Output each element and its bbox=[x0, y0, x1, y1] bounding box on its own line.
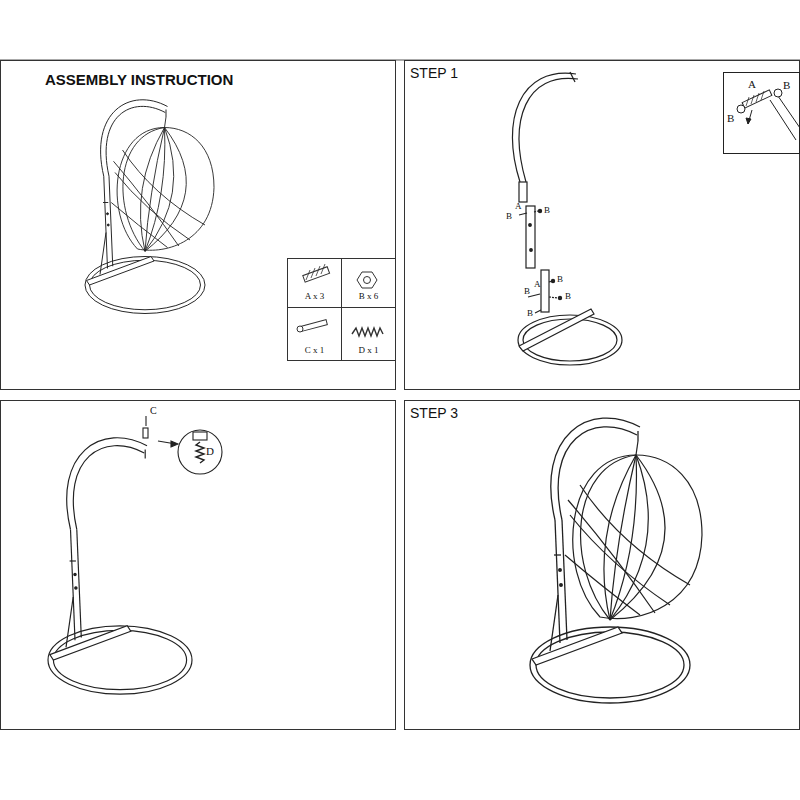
part-letter: B bbox=[527, 309, 533, 318]
step-heading: STEP 3 bbox=[410, 406, 458, 420]
part-letter: B bbox=[544, 206, 550, 215]
part-letter: B bbox=[506, 212, 512, 221]
part-count: A x 3 bbox=[288, 292, 341, 301]
page-title: ASSEMBLY INSTRUCTION bbox=[45, 72, 233, 87]
part-letter: B bbox=[557, 275, 563, 284]
step-heading: STEP 1 bbox=[410, 66, 458, 80]
part-letter: A bbox=[534, 280, 541, 289]
part-letter: C bbox=[150, 406, 157, 416]
part-count: D x 1 bbox=[342, 346, 395, 355]
part-letter: B bbox=[565, 292, 571, 301]
part-letter: B bbox=[783, 80, 790, 91]
part-count: C x 1 bbox=[288, 346, 341, 355]
part-count: B x 6 bbox=[342, 292, 395, 301]
part-letter: D bbox=[206, 446, 214, 457]
part-letter: A bbox=[515, 202, 522, 211]
part-letter: B bbox=[524, 287, 530, 296]
part-letter: B bbox=[727, 113, 734, 124]
part-letter: A bbox=[748, 79, 756, 90]
